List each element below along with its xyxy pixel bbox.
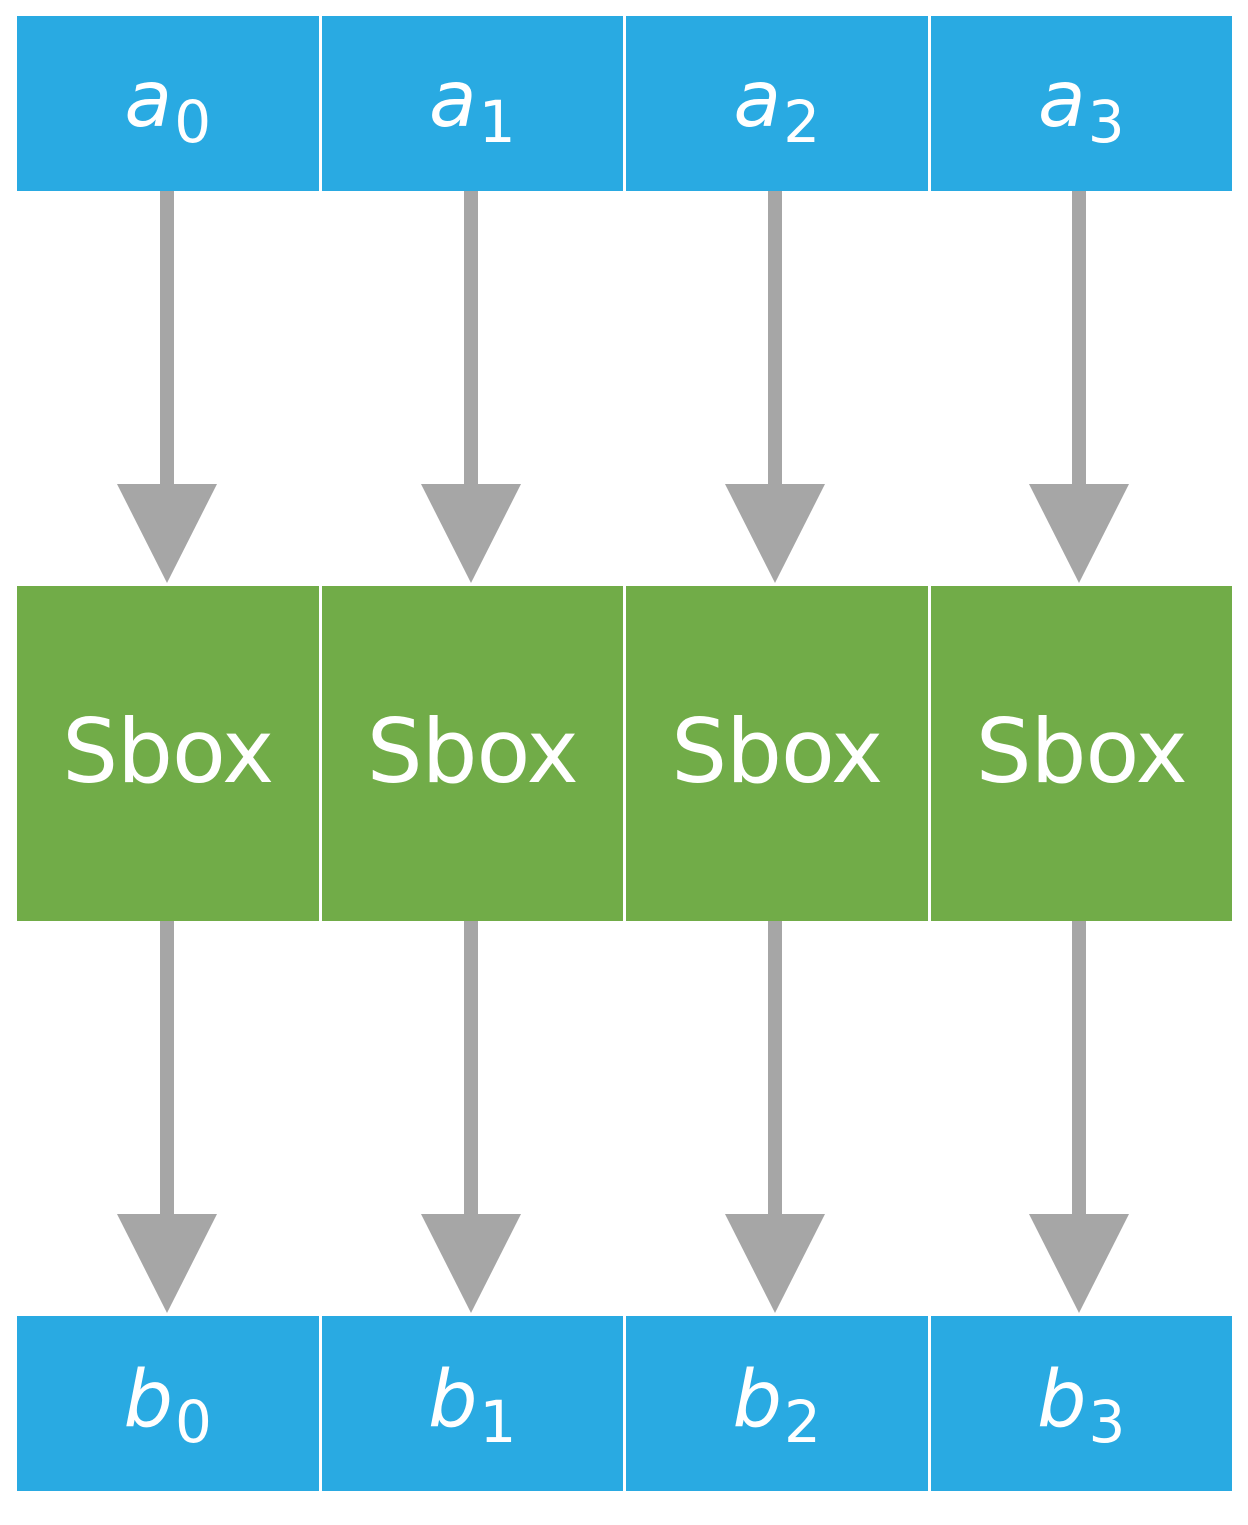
output-row: b0 b1 b2 b3 — [17, 1316, 1232, 1491]
output-cell-b3: b3 — [927, 1316, 1233, 1491]
input-var: a3 — [1037, 54, 1125, 156]
arrow-sbox-to-b2 — [725, 921, 825, 1313]
input-var: a0 — [124, 54, 212, 156]
arrow-sbox-to-b0 — [117, 921, 217, 1313]
sbox-0: Sbox — [17, 586, 319, 921]
input-subscript: 2 — [783, 87, 821, 156]
input-row: a0 a1 a2 a3 — [17, 16, 1232, 191]
output-var: b3 — [1037, 1354, 1126, 1456]
input-cell-a2: a2 — [623, 16, 928, 191]
sbox-1: Sbox — [318, 586, 624, 921]
sbox-label: Sbox — [975, 699, 1188, 803]
sbox-3: Sbox — [927, 586, 1233, 921]
sbox-row: Sbox Sbox Sbox Sbox — [17, 586, 1232, 921]
arrow-sbox-to-b1 — [421, 921, 521, 1313]
output-cell-b2: b2 — [623, 1316, 928, 1491]
sbox-label: Sbox — [366, 699, 579, 803]
output-subscript: 3 — [1088, 1387, 1126, 1456]
input-subscript: 3 — [1087, 87, 1125, 156]
output-subscript: 1 — [479, 1387, 517, 1456]
output-var: b1 — [428, 1354, 517, 1456]
output-subscript: 0 — [175, 1387, 212, 1456]
input-cell-a3: a3 — [927, 16, 1233, 191]
output-var: b2 — [732, 1354, 821, 1456]
input-var: a1 — [428, 54, 516, 156]
input-subscript: 0 — [174, 87, 212, 156]
input-subscript: 1 — [478, 87, 516, 156]
arrow-a0-to-sbox — [117, 191, 217, 583]
arrow-a2-to-sbox — [725, 191, 825, 583]
arrow-a3-to-sbox — [1029, 191, 1129, 583]
output-subscript: 2 — [784, 1387, 821, 1456]
sbox-label: Sbox — [62, 699, 274, 803]
input-cell-a1: a1 — [318, 16, 624, 191]
output-var: b0 — [123, 1354, 212, 1456]
output-cell-b0: b0 — [17, 1316, 319, 1491]
input-var: a2 — [733, 54, 821, 156]
sbox-2: Sbox — [623, 586, 928, 921]
output-cell-b1: b1 — [318, 1316, 624, 1491]
arrow-a1-to-sbox — [421, 191, 521, 583]
sbox-label: Sbox — [671, 699, 883, 803]
arrow-sbox-to-b3 — [1029, 921, 1129, 1313]
input-cell-a0: a0 — [17, 16, 319, 191]
